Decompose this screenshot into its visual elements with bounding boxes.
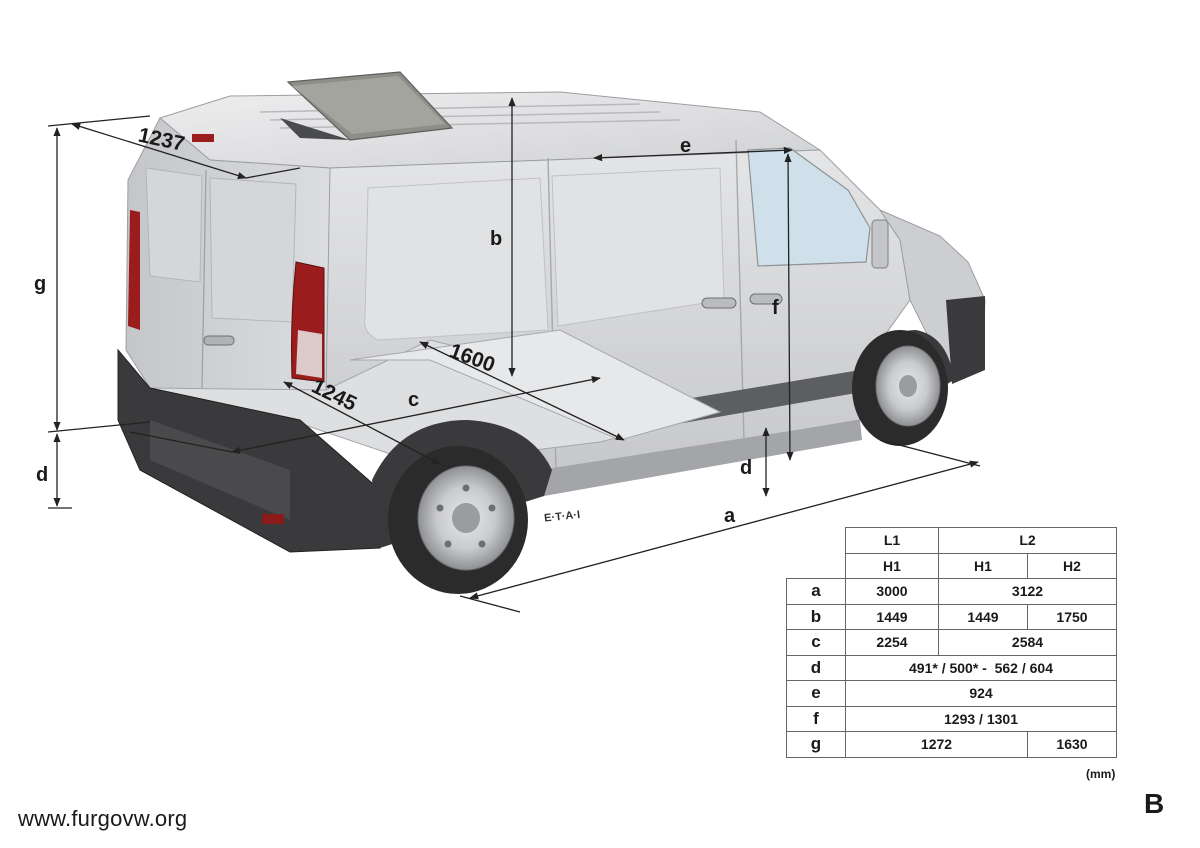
row-key: d [786,654,846,681]
cell: 3000 [845,578,939,605]
cell: 1449 [845,603,939,630]
rear-window-right [209,177,297,323]
front-wheel [852,330,948,446]
table-row: e 924 [786,680,1117,707]
header-l2: L2 [938,527,1117,554]
cell: 2254 [845,629,939,656]
cell: 924 [845,680,1117,707]
row-key: e [786,680,846,707]
label-d-side: d [740,457,752,479]
table-row: f 1293 / 1301 [786,705,1117,732]
rear-wheel [388,446,528,594]
cab-window [747,147,871,267]
cell: 3122 [938,578,1117,605]
label-e: e [680,135,691,157]
cab-door-handle [749,293,783,305]
watermark: www.furgovw.org [18,806,188,831]
cell: 1630 [1027,731,1117,758]
label-f: f [772,297,779,319]
dimension-lines [47,97,981,613]
label-c: c [408,389,419,411]
cell: 491* / 500* - 562 / 604 [845,654,1117,681]
brake-light [192,134,214,142]
cell: 2584 [938,629,1117,656]
label-b: b [490,228,502,250]
side-mirror [871,219,889,269]
row-key: c [786,629,846,656]
illustration-tag: E·T·A·I [544,509,581,525]
row-key: g [786,731,846,758]
cell: 1750 [1027,603,1117,630]
side-panel-emboss-front [551,167,725,327]
cell: 1293 / 1301 [845,705,1117,732]
rear-window-left [145,167,203,283]
table-row: g 1272 1630 [786,731,1117,758]
roof-hatch [280,71,454,141]
figure-label: B [1144,788,1165,819]
table-row: b 1449 1449 1750 [786,603,1117,630]
rear-door-handle [203,335,235,346]
cell: 1272 [845,731,1028,758]
table-row: c 2254 2584 [786,629,1117,656]
row-key: a [786,578,846,605]
front-bumper [946,296,985,384]
tail-light-left [128,210,140,330]
cell: 1449 [938,603,1028,630]
table-row: a 3000 3122 [786,578,1117,605]
row-key: b [786,603,846,630]
header-l1-h1: H1 [845,552,939,579]
sliding-door-handle [701,297,737,309]
header-l2-h1: H1 [938,552,1028,579]
label-d-rear: d [36,464,48,486]
table-header-row: L1 L2 [787,527,1117,554]
row-key: f [786,705,846,732]
label-g: g [34,273,46,295]
reflector [262,514,284,524]
unit-label: (mm) [1086,767,1116,781]
side-panel-emboss-rear [364,177,549,341]
header-l2-h2: H2 [1027,552,1117,579]
dimensions-table: L1 L2 H1 H1 H2 a 3000 3122 b 1449 1449 1… [786,527,1117,758]
table-row: d 491* / 500* - 562 / 604 [786,654,1117,681]
table-header-row: H1 H1 H2 [787,552,1117,579]
header-l1: L1 [845,527,939,554]
label-a: a [724,505,736,527]
